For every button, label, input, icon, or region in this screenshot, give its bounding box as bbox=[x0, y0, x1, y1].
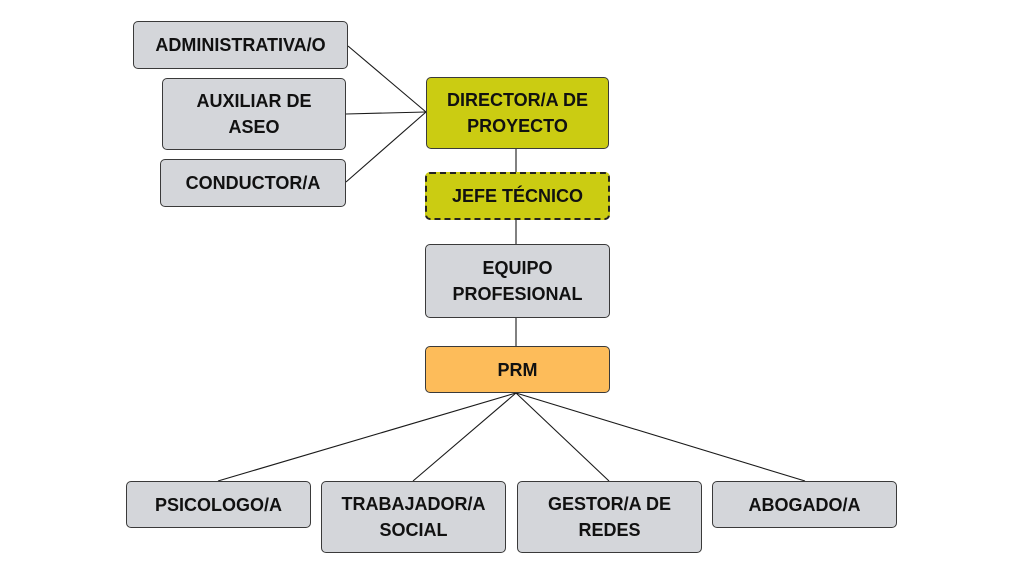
box-administrativa: ADMINISTRATIVA/O bbox=[133, 21, 348, 69]
box-equipo-profesional: EQUIPO PROFESIONAL bbox=[425, 244, 610, 318]
connector-prm-psicologo bbox=[217, 392, 517, 482]
box-prm: PRM bbox=[425, 346, 610, 393]
connector-prm-trabajador bbox=[412, 392, 517, 482]
box-abogado: ABOGADO/A bbox=[712, 481, 897, 528]
connector-conductor-director bbox=[345, 111, 427, 183]
connector-prm-gestor bbox=[515, 392, 610, 482]
box-auxiliar-aseo: AUXILIAR DE ASEO bbox=[162, 78, 346, 150]
box-gestor-redes: GESTOR/A DE REDES bbox=[517, 481, 702, 553]
connector-prm-abogado bbox=[515, 392, 806, 482]
box-psicologo: PSICOLOGO/A bbox=[126, 481, 311, 528]
box-jefe-tecnico: JEFE TÉCNICO bbox=[425, 172, 610, 220]
box-conductor: CONDUCTOR/A bbox=[160, 159, 346, 207]
connector-auxiliar-director bbox=[345, 111, 427, 115]
box-trabajador-social: TRABAJADOR/A SOCIAL bbox=[321, 481, 506, 553]
box-director-proyecto: DIRECTOR/A DE PROYECTO bbox=[426, 77, 609, 149]
connector-administrativa-director bbox=[347, 45, 427, 113]
